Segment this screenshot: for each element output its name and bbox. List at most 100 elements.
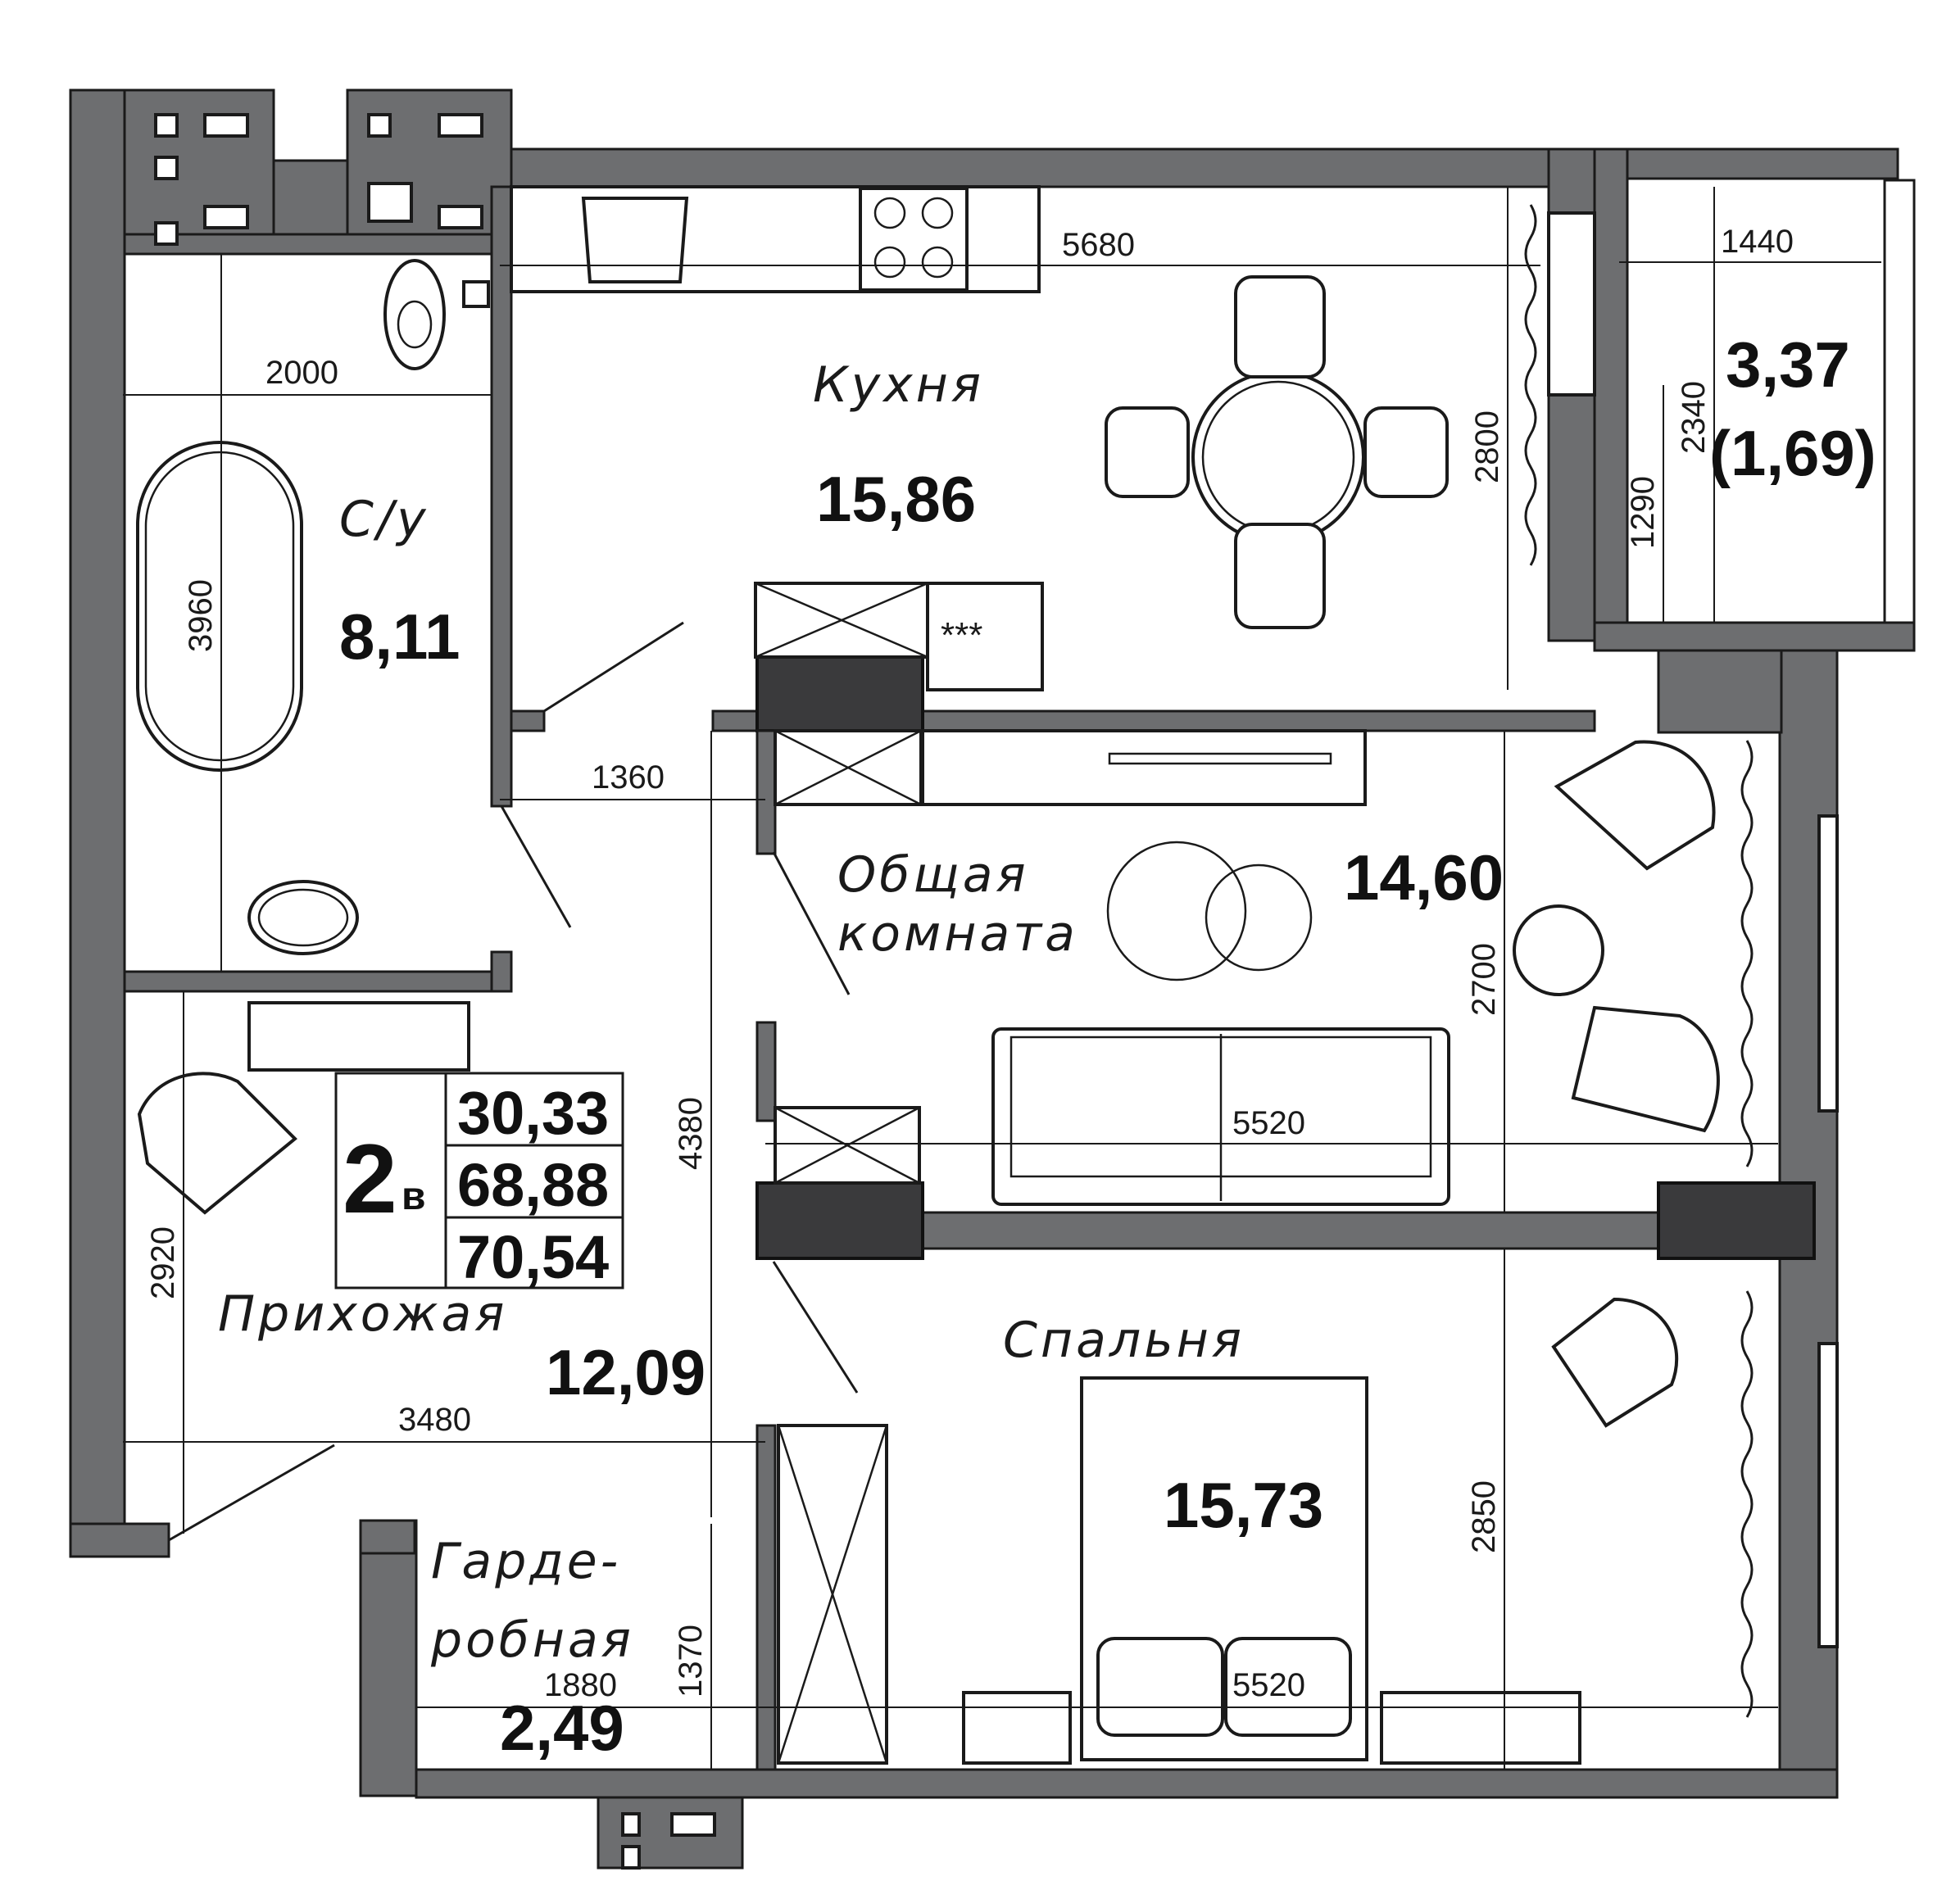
total-area-with-balcony: 70,54 — [457, 1223, 609, 1291]
vent-openings — [154, 113, 716, 1870]
wall-right-column — [1657, 649, 1783, 734]
stove-label: *** — [941, 615, 982, 655]
side-table — [1513, 904, 1604, 996]
kitchen-curtain — [1524, 204, 1537, 566]
hall-name: Прихожая — [218, 1285, 507, 1343]
shoe-cabinet — [247, 1001, 470, 1072]
dim-balcony-width: 1440 — [1721, 224, 1794, 260]
armchair-bedroom — [1551, 1297, 1679, 1428]
wall-left-outer — [69, 88, 126, 1558]
bathtub — [136, 441, 303, 772]
wall-living-column-left — [755, 1181, 924, 1260]
dim-balcony-window: 1290 — [1625, 476, 1661, 549]
bath-sink — [247, 880, 359, 955]
wall-vent-block-left — [123, 88, 275, 256]
pillow-left — [1096, 1637, 1224, 1737]
kitchen-fixtures: *** — [510, 185, 1449, 691]
apartment-type-letter: в — [402, 1175, 426, 1218]
dim-wardrobe-depth: 1370 — [673, 1625, 709, 1697]
living-fixtures — [774, 729, 1720, 1206]
balcony-area-reduced: (1,69) — [1709, 417, 1876, 489]
wall-wardrobe-left — [359, 1519, 418, 1797]
dim-kitchen-width: 5680 — [1062, 227, 1135, 263]
riser — [462, 280, 490, 308]
living-area-total: 30,33 — [457, 1079, 609, 1147]
bathroom-area: 8,11 — [339, 601, 461, 673]
windows — [1547, 179, 1916, 1648]
bedroom-curtain — [1740, 1290, 1754, 1718]
dim-bath-width: 2000 — [265, 355, 338, 391]
wall-living-left-mid — [755, 1021, 777, 1122]
wall-bath-top — [123, 233, 513, 256]
curtains — [1524, 204, 1754, 1718]
dimension-labels: 5680 2800 1440 2340 1290 2000 3960 1360 … — [145, 224, 1794, 1703]
dim-corridor-width: 1360 — [592, 759, 665, 795]
armchair-living-1 — [1554, 740, 1716, 871]
dim-wardrobe-width: 1880 — [544, 1667, 617, 1703]
bedroom-window — [1817, 1342, 1839, 1648]
apartment-info-box: 2 в 30,33 68,88 70,54 — [334, 1072, 624, 1291]
dim-hall-length: 4380 — [673, 1097, 709, 1170]
bedroom-area: 15,73 — [1164, 1469, 1323, 1541]
living-curtain — [1740, 740, 1754, 1167]
toilet — [383, 259, 446, 370]
chair-top — [1234, 275, 1326, 378]
walls — [69, 88, 1916, 1870]
bathroom-fixtures — [136, 259, 490, 955]
oven — [926, 582, 1044, 691]
room-labels: Кухня 15,86 С/у 8,11 Общая комната 14,60… — [218, 329, 1876, 1764]
kitchen-window — [1547, 211, 1596, 397]
dining-table — [1191, 370, 1365, 544]
wall-balcony-bottom — [1593, 621, 1916, 652]
pillow-right — [1224, 1637, 1352, 1737]
dim-bath-length: 3960 — [183, 579, 219, 652]
dim-bedroom-width: 5520 — [1232, 1667, 1305, 1703]
dim-kitchen-depth: 2800 — [1469, 410, 1505, 483]
chair-left — [1105, 406, 1190, 498]
armchair-hall — [137, 1072, 297, 1215]
coffee-table-1 — [1106, 841, 1247, 981]
wall-wardrobe-top-stub — [359, 1519, 416, 1555]
living-name-line1: Общая — [837, 846, 1029, 904]
dim-living-depth: 2700 — [1466, 943, 1502, 1016]
bathroom-name: С/у — [339, 491, 429, 548]
kitchen-sink — [581, 197, 689, 283]
wall-living-left-top — [755, 729, 777, 855]
wall-bath-bottom — [123, 970, 513, 993]
wall-bottom — [415, 1768, 1839, 1799]
kitchen-area: 15,86 — [816, 463, 976, 535]
door-swings — [168, 621, 859, 1542]
coffee-table-2 — [1205, 863, 1313, 972]
dim-balcony-depth: 2340 — [1676, 381, 1712, 454]
wall-top-kitchen — [510, 147, 1550, 188]
tv-cabinet — [921, 729, 1367, 806]
nightstand-left — [962, 1691, 1072, 1765]
wall-kitchen-column — [755, 654, 924, 732]
wall-balcony-left — [1593, 147, 1629, 650]
wall-kitchen-door-stub — [510, 709, 546, 732]
dimension-lines — [123, 187, 1881, 1770]
wall-living-column-right — [1657, 1181, 1816, 1260]
balcony-railing — [1883, 179, 1916, 624]
wall-balcony-top — [1626, 147, 1899, 180]
living-area: 14,60 — [1344, 841, 1504, 913]
total-area: 68,88 — [457, 1151, 609, 1219]
bedroom-fixtures — [777, 1297, 1679, 1765]
wardrobe-area: 2,49 — [500, 1692, 624, 1764]
hall-area: 12,09 — [546, 1336, 706, 1408]
cooktop — [859, 187, 969, 292]
living-window — [1817, 814, 1839, 1113]
wall-bath-bottom-stub — [490, 950, 513, 993]
bedroom-name: Спальня — [1003, 1312, 1245, 1369]
dim-living-width: 5520 — [1232, 1105, 1305, 1141]
wall-bedroom-left — [755, 1424, 777, 1779]
chair-bottom — [1234, 523, 1326, 629]
dim-bedroom-depth: 2850 — [1466, 1480, 1502, 1553]
hall-fixtures — [137, 1001, 470, 1215]
apartment-type-number: 2 — [343, 1124, 397, 1234]
chair-right — [1363, 406, 1449, 498]
dresser — [1380, 1691, 1581, 1765]
kitchen-name: Кухня — [813, 356, 984, 414]
wardrobe-name-line2: робная — [430, 1611, 634, 1669]
